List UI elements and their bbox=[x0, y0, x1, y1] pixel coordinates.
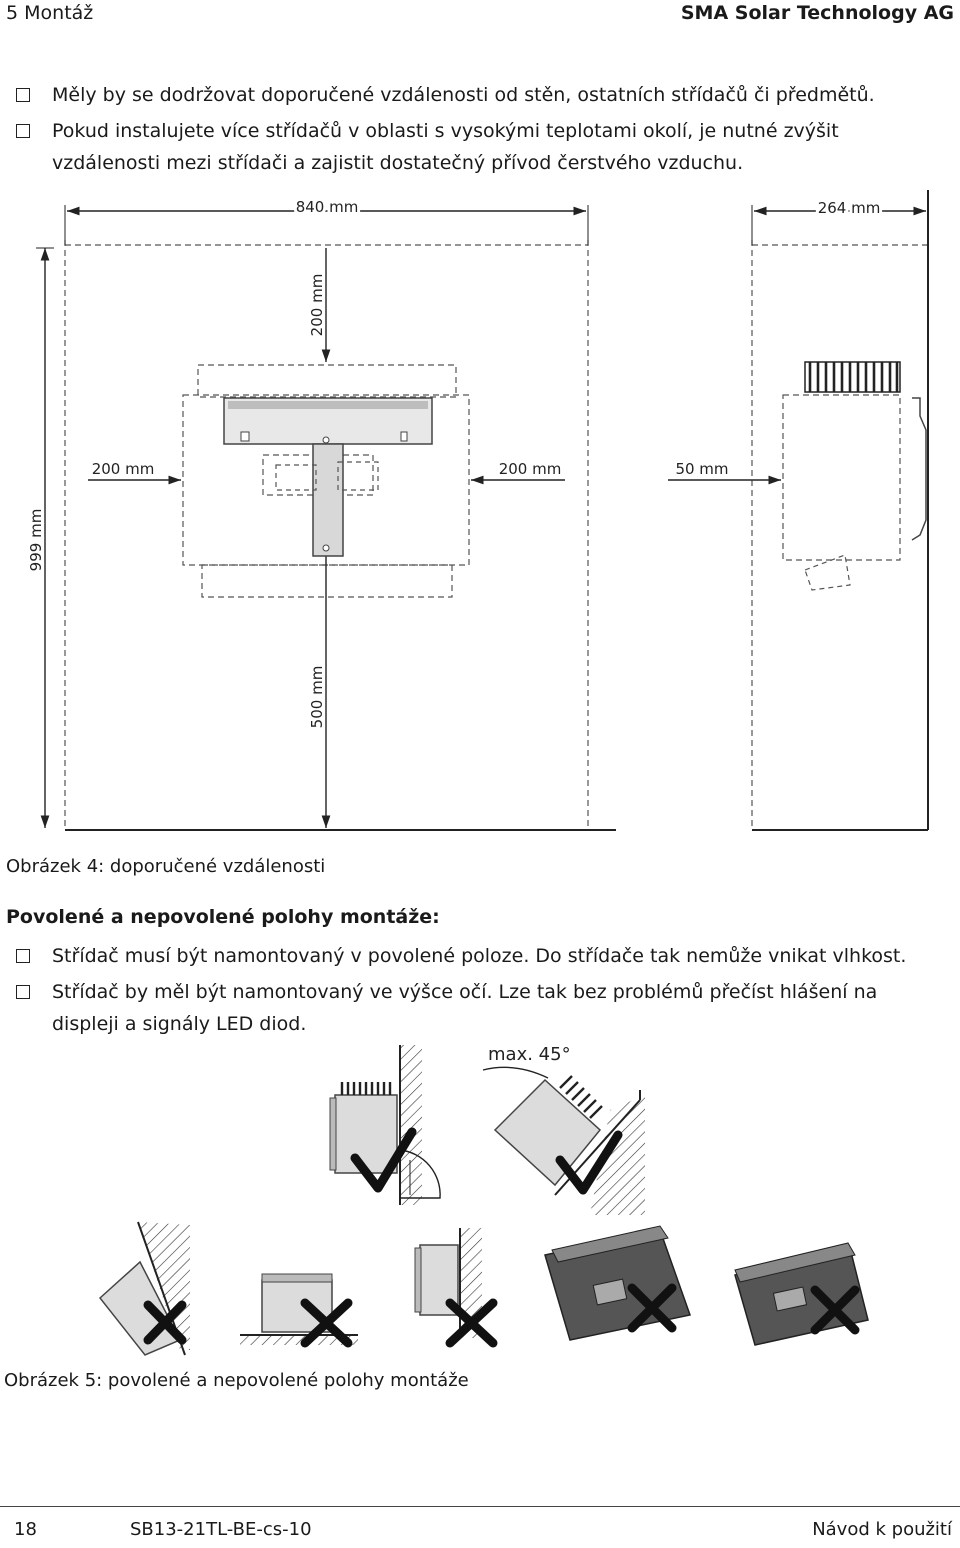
inverter-front-view bbox=[223, 397, 433, 557]
check-icon bbox=[555, 1130, 623, 1195]
checkbox-icon bbox=[16, 124, 30, 138]
cross-icon bbox=[810, 1285, 860, 1335]
dim-left: 200 mm bbox=[92, 460, 155, 478]
clearance-diagram: 840 mm 264 mm 200 mm 200 mm 200 mm 50 mm… bbox=[24, 190, 929, 831]
angle-label: max. 45° bbox=[488, 1044, 571, 1065]
dim-bottom: 500 mm bbox=[308, 666, 326, 729]
footer-divider bbox=[0, 1506, 960, 1507]
check-icon bbox=[350, 1127, 417, 1193]
checkbox-icon bbox=[16, 949, 30, 963]
dim-side: 50 mm bbox=[675, 460, 728, 478]
dim-height-total: 999 mm bbox=[27, 509, 45, 572]
bullet-item: Měly by se dodržovat doporučené vzdáleno… bbox=[16, 79, 946, 111]
cross-icon bbox=[300, 1298, 353, 1348]
cross-icon bbox=[627, 1283, 677, 1333]
bullet-text: Pokud instalujete více střídačů v oblast… bbox=[52, 120, 839, 174]
forbidden-horizontal-mount bbox=[240, 1273, 358, 1348]
bullet-item: Střídač musí být namontovaný v povolené … bbox=[16, 940, 946, 972]
inverter-side-view bbox=[804, 361, 927, 591]
mounting-positions-diagram: max. 45° bbox=[98, 1044, 869, 1356]
forbidden-upside-down bbox=[414, 1228, 498, 1348]
forbidden-lying-back bbox=[544, 1225, 691, 1341]
allowed-vertical-mount bbox=[329, 1045, 441, 1205]
footer-doc-code: SB13-21TL-BE-cs-10 bbox=[130, 1519, 312, 1540]
section-title: Povolené a nepovolené polohy montáže: bbox=[6, 906, 440, 928]
dim-right: 200 mm bbox=[499, 460, 562, 478]
header-company: SMA Solar Technology AG bbox=[680, 2, 954, 24]
footer-page-number: 18 bbox=[14, 1519, 37, 1540]
header-section: 5 Montáž bbox=[6, 2, 94, 24]
forbidden-forward-tilt bbox=[98, 1221, 190, 1356]
dim-top: 200 mm bbox=[308, 274, 326, 337]
figure4-caption: Obrázek 4: doporučené vzdálenosti bbox=[6, 856, 326, 877]
forbidden-lying-front bbox=[734, 1242, 869, 1346]
bullet-item: Pokud instalujete více střídačů v oblast… bbox=[16, 115, 946, 179]
footer-doc-type: Návod k použití bbox=[812, 1519, 952, 1540]
bullet-text: Střídač by měl být namontovaný ve výšce … bbox=[52, 981, 878, 1035]
figure5-caption: Obrázek 5: povolené a nepovolené polohy … bbox=[4, 1370, 469, 1391]
dim-width-total: 840 mm bbox=[296, 198, 359, 216]
cross-icon bbox=[445, 1298, 498, 1348]
allowed-tilted-mount bbox=[482, 1066, 645, 1215]
bullet-text: Měly by se dodržovat doporučené vzdáleno… bbox=[52, 84, 875, 106]
bullet-item: Střídač by měl být namontovaný ve výšce … bbox=[16, 976, 946, 1040]
dim-depth: 264 mm bbox=[818, 199, 881, 217]
cross-icon bbox=[143, 1300, 187, 1345]
checkbox-icon bbox=[16, 88, 30, 102]
bullet-text: Střídač musí být namontovaný v povolené … bbox=[52, 945, 907, 967]
checkbox-icon bbox=[16, 985, 30, 999]
